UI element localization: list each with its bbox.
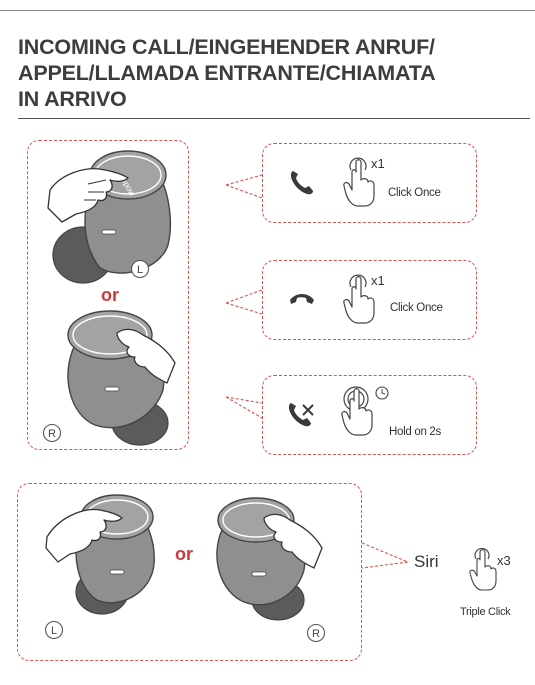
tap-finger-icon <box>343 157 375 207</box>
top-divider <box>0 10 535 11</box>
svg-text:R: R <box>312 628 320 640</box>
left-earbud-illustration: mpow <box>47 150 171 284</box>
tap-finger-icon <box>343 274 375 324</box>
svg-text:L: L <box>51 625 57 637</box>
triple-tap-finger-icon <box>469 547 497 591</box>
title-divider <box>18 118 530 119</box>
siri-left-ear-marker: L <box>44 620 64 640</box>
siri-right-ear-marker: R <box>306 623 326 643</box>
siri-earbud-panel <box>17 483 362 661</box>
siri-gesture: Triple Click <box>460 606 511 618</box>
siri-or-label: or <box>175 544 193 564</box>
page-title: INCOMING CALL/EINGEHENDER ANRUF/ APPEL/L… <box>18 34 523 112</box>
action-3-gesture: Hold on 2s <box>389 426 441 438</box>
phone-hangup-icon <box>290 294 314 304</box>
phone-answer-icon <box>290 171 313 195</box>
siri-right-earbud-illustration <box>216 497 323 621</box>
action-reject-box <box>262 375 477 455</box>
action-2-count: x1 <box>371 273 385 288</box>
right-earbud-illustration <box>67 310 176 446</box>
svg-text:R: R <box>48 428 56 440</box>
left-ear-marker: L <box>130 259 150 279</box>
action-answer-box <box>262 143 477 223</box>
title-line-2: APPEL/LLAMADA ENTRANTE/CHIAMATA <box>18 61 436 85</box>
or-label: or <box>101 285 119 305</box>
hold-finger-icon <box>341 386 389 436</box>
title-line-3: IN ARRIVO <box>18 87 127 111</box>
svg-text:L: L <box>137 264 143 276</box>
siri-left-earbud-illustration <box>45 494 155 615</box>
action-hangup-box <box>262 260 477 340</box>
earbud-panel <box>27 140 189 450</box>
title-line-1: INCOMING CALL/EINGEHENDER ANRUF/ <box>18 35 435 59</box>
siri-label: Siri <box>414 552 439 571</box>
right-ear-marker: R <box>42 423 62 443</box>
siri-count: x3 <box>497 553 511 568</box>
phone-reject-icon <box>288 403 314 427</box>
action-2-gesture: Click Once <box>390 302 443 314</box>
action-1-gesture: Click Once <box>388 187 441 199</box>
action-1-count: x1 <box>371 156 385 171</box>
